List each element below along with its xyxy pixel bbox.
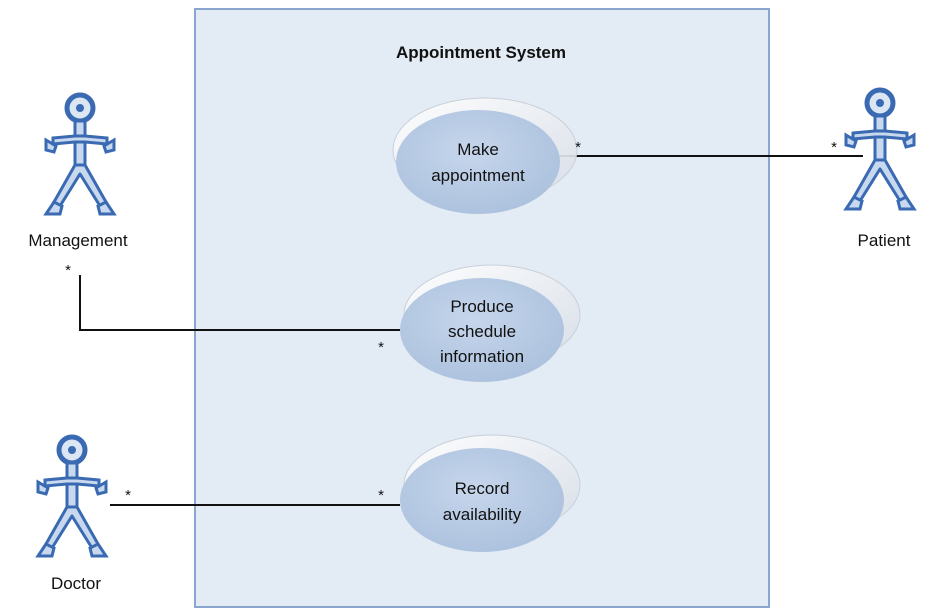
use-case-make-appointment[interactable]: Make appointment — [392, 97, 578, 214]
multiplicity-patient: * — [831, 139, 837, 156]
multiplicity-doctor: * — [125, 487, 131, 504]
actor-label-doctor: Doctor — [51, 574, 101, 593]
use-case-label-line2: availability — [443, 505, 522, 524]
use-case-label-line1: Record — [455, 479, 510, 498]
actor-label-patient: Patient — [858, 231, 911, 250]
use-case-label-line3: information — [440, 347, 524, 366]
actor-label-management: Management — [28, 231, 128, 250]
use-case-label-line2: appointment — [431, 166, 525, 185]
multiplicity-management: * — [65, 262, 71, 279]
actor-patient[interactable]: Patient — [846, 90, 914, 250]
multiplicity-record-availability: * — [378, 487, 384, 504]
actor-doctor[interactable]: Doctor — [38, 437, 106, 593]
stick-figure-icon — [46, 95, 114, 214]
multiplicity-produce-schedule: * — [378, 339, 384, 356]
use-case-label-line1: Make — [457, 140, 499, 159]
system-title: Appointment System — [396, 43, 566, 62]
use-case-record-availability[interactable]: Record availability — [400, 434, 581, 552]
use-case-label-line1: Produce — [450, 297, 513, 316]
actor-management[interactable]: Management — [28, 95, 128, 250]
use-case-produce-schedule-information[interactable]: Produce schedule information — [400, 264, 581, 382]
association-management-produce-schedule — [79, 275, 400, 331]
multiplicity-make-appointment: * — [575, 139, 581, 156]
use-case-label-line2: schedule — [448, 322, 516, 341]
stick-figure-icon — [846, 90, 914, 209]
stick-figure-icon — [38, 437, 106, 556]
